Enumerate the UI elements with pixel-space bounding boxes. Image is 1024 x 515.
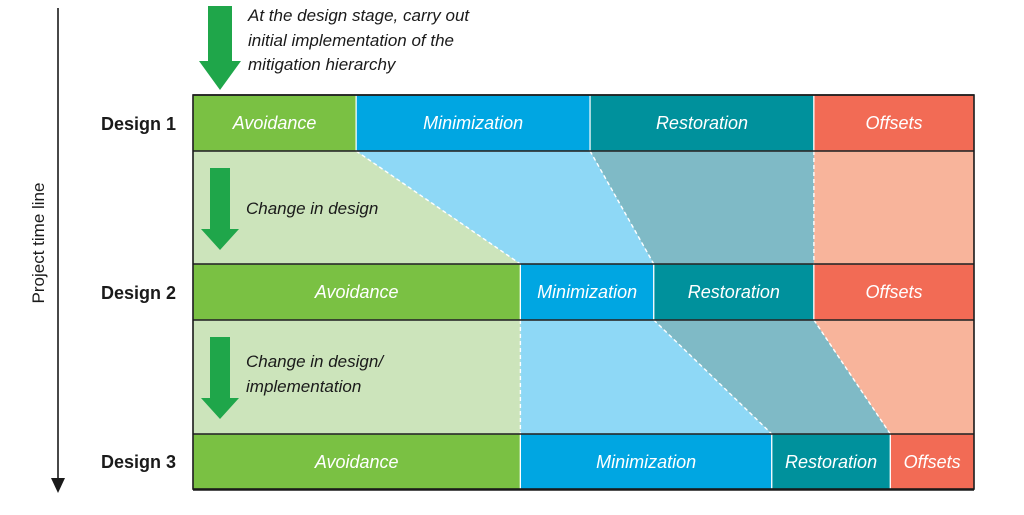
design-2-offsets-segment [813,263,975,321]
transition-2-minimization-region [520,320,772,434]
transition-1-restoration-region [590,151,814,264]
transition-note-1-line-1: Change in design [246,199,378,218]
transition-2-boundary-2 [653,319,773,435]
change-arrow-icon-1 [201,168,239,250]
transition-1-avoidance-region [193,151,521,264]
transition-2-avoidance-region [193,320,521,434]
intro-note-line-1: At the design stage, carry out [247,6,470,25]
design-3-minimization-label: Minimization [596,452,696,472]
design-3-restoration-label: Restoration [785,452,877,472]
timeline-axis: Project time line [29,8,65,493]
design-2-label: Design 2 [101,283,176,303]
transition-1-minimization-region [356,151,654,264]
change-arrow-icon-2 [201,337,239,419]
design-2-minimization-label: Minimization [537,282,637,302]
intro-note-line-2: initial implementation of the [248,31,454,50]
design-1-minimization-label: Minimization [423,113,523,133]
design-3-offsets-label: Offsets [904,452,961,472]
transition-2-boundary-3 [813,319,891,435]
design-2-offsets-label: Offsets [865,282,922,302]
design-2-restoration-segment [653,263,815,321]
design-1-minimization-segment [355,94,591,152]
design-2-avoidance-segment [192,263,521,321]
intro-note-line-3: mitigation hierarchy [248,55,397,74]
design-3-offsets-segment [889,433,975,491]
diagram-frame [192,94,975,490]
transition-1-boundary-1 [355,150,521,265]
design-1-avoidance-label: Avoidance [232,113,317,133]
transition-1-offsets-region [813,151,974,264]
design-1-offsets-label: Offsets [865,113,922,133]
transition-note-2-line-2: implementation [246,377,361,396]
transition-1-boundary-2 [589,150,655,265]
transition-note-2-line-1: Change in design/ [246,352,385,371]
design-1-offsets-segment [813,94,975,152]
timeline-arrowhead-icon [51,478,65,493]
design-3-label: Design 3 [101,452,176,472]
transition-regions [193,150,974,435]
design-3-restoration-segment [771,433,891,491]
intro-arrow-icon [199,6,241,90]
design-3-avoidance-label: Avoidance [314,452,399,472]
transition-2-offsets-region [813,320,974,434]
timeline-axis-label: Project time line [29,183,48,304]
design-2-avoidance-label: Avoidance [314,282,399,302]
design-1-avoidance-segment [192,94,357,152]
design-2-restoration-label: Restoration [688,282,780,302]
design-1-label: Design 1 [101,114,176,134]
design-1-restoration-label: Restoration [656,113,748,133]
design-2-minimization-segment [519,263,655,321]
transition-2-restoration-region [653,320,891,434]
